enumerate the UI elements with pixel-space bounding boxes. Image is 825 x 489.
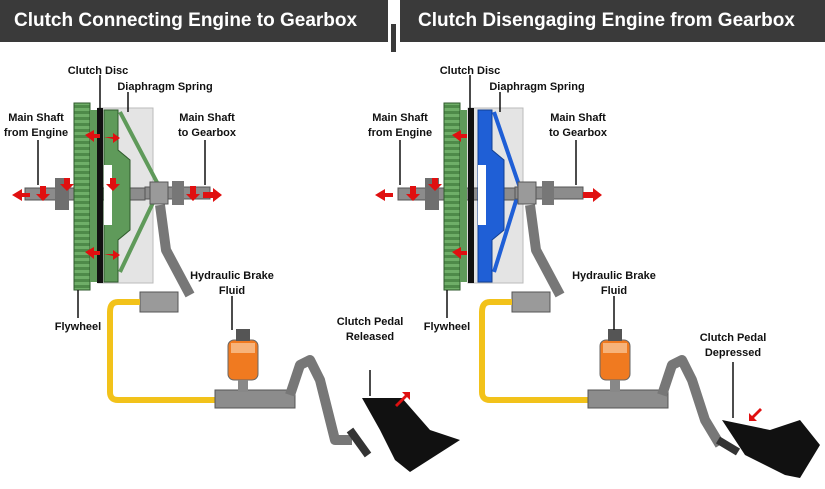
release-bearing (149, 181, 169, 205)
label-clutch-pedal: Clutch Pedal (700, 332, 767, 344)
label-main-shaft-engine-2: from Engine (4, 127, 68, 139)
arrow-plate-bottom (104, 250, 120, 260)
label-clutch-pedal: Clutch Pedal (337, 316, 404, 328)
label-clutch-pedal-state: Released (346, 331, 394, 343)
reservoir-neck (610, 380, 620, 392)
hydraulic-line (479, 299, 588, 403)
hub-highlight (104, 165, 112, 225)
release-bearing (517, 181, 537, 205)
label-main-shaft-gearbox-2: to Gearbox (549, 127, 608, 139)
label-hydraulic-2: Fluid (601, 285, 627, 297)
arrow-right (203, 188, 222, 202)
master-cylinder (587, 389, 669, 409)
label-main-shaft-gearbox-2: to Gearbox (178, 127, 237, 139)
label-main-shaft-engine-2: from Engine (368, 127, 432, 139)
label-clutch-disc: Clutch Disc (440, 65, 501, 77)
shaft-collar (172, 181, 184, 205)
hydraulic-line (107, 299, 215, 403)
hub-highlight (478, 165, 486, 225)
flywheel-face (460, 110, 467, 282)
arrow-collar (428, 178, 442, 191)
label-main-shaft-engine: Main Shaft (372, 112, 428, 124)
foot-pedal-shoe (722, 420, 820, 478)
arrow-gearbox (186, 186, 200, 201)
release-fork (155, 204, 195, 298)
clutch-disc (468, 108, 474, 283)
slave-cylinder (511, 291, 551, 313)
arrow-disc-bottom (452, 247, 467, 259)
force-arrows (375, 130, 762, 421)
slave-cylinder (139, 291, 179, 313)
clutch-disc (97, 108, 103, 283)
panel-disengaged: Clutch Disc Diaphragm Spring Main Shaft … (368, 65, 820, 478)
flywheel (73, 102, 91, 291)
arrow-engine (406, 186, 420, 201)
panel-title-engaged: Clutch Connecting Engine to Gearbox (0, 0, 388, 42)
foot-pedal-shoe (362, 398, 460, 472)
label-diaphragm-spring: Diaphragm Spring (489, 81, 584, 93)
arrow-engine (36, 186, 50, 201)
panel-engaged: Clutch Disc Diaphragm Spring Main Shaft … (4, 65, 460, 472)
arrow-pedal (749, 408, 762, 421)
arrow-disc-top (452, 130, 467, 142)
arrow-right (583, 188, 602, 202)
reservoir-highlight (603, 343, 627, 353)
pressure-plate (477, 109, 505, 283)
arrow-disc-top (85, 130, 100, 142)
label-hydraulic: Hydraulic Brake (572, 270, 656, 282)
force-arrows (12, 130, 410, 407)
arrow-collar (60, 178, 74, 191)
pedal-pad (715, 436, 741, 456)
pedal-arm (657, 355, 725, 448)
pedal-pad (346, 427, 372, 458)
label-main-shaft-gearbox: Main Shaft (550, 112, 606, 124)
label-main-shaft-gearbox: Main Shaft (179, 112, 235, 124)
arrow-disc-bottom (85, 247, 100, 259)
arrow-plate-top (104, 133, 120, 143)
pressure-plate (103, 109, 131, 283)
label-diaphragm-spring: Diaphragm Spring (117, 81, 212, 93)
arrow-left (12, 189, 30, 201)
label-hydraulic-2: Fluid (219, 285, 245, 297)
release-fork (525, 204, 565, 298)
arrow-left (375, 189, 393, 201)
master-cylinder (214, 389, 296, 409)
reservoir-neck (238, 380, 248, 392)
reservoir-cap (236, 329, 250, 341)
label-main-shaft-engine: Main Shaft (8, 112, 64, 124)
label-flywheel: Flywheel (424, 321, 470, 333)
reservoir-highlight (231, 343, 255, 353)
label-hydraulic: Hydraulic Brake (190, 270, 274, 282)
arrow-pedal (395, 392, 410, 407)
label-clutch-disc: Clutch Disc (68, 65, 129, 77)
flywheel (443, 102, 461, 291)
arrow-hub (106, 178, 120, 191)
shaft-collar (542, 181, 554, 205)
flywheel-face (90, 110, 98, 282)
reservoir-cap (608, 329, 622, 341)
label-flywheel: Flywheel (55, 321, 101, 333)
divider (391, 24, 396, 52)
label-clutch-pedal-state: Depressed (705, 347, 761, 359)
pedal-arm (285, 355, 352, 445)
panel-title-disengaged: Clutch Disengaging Engine from Gearbox (400, 0, 825, 42)
